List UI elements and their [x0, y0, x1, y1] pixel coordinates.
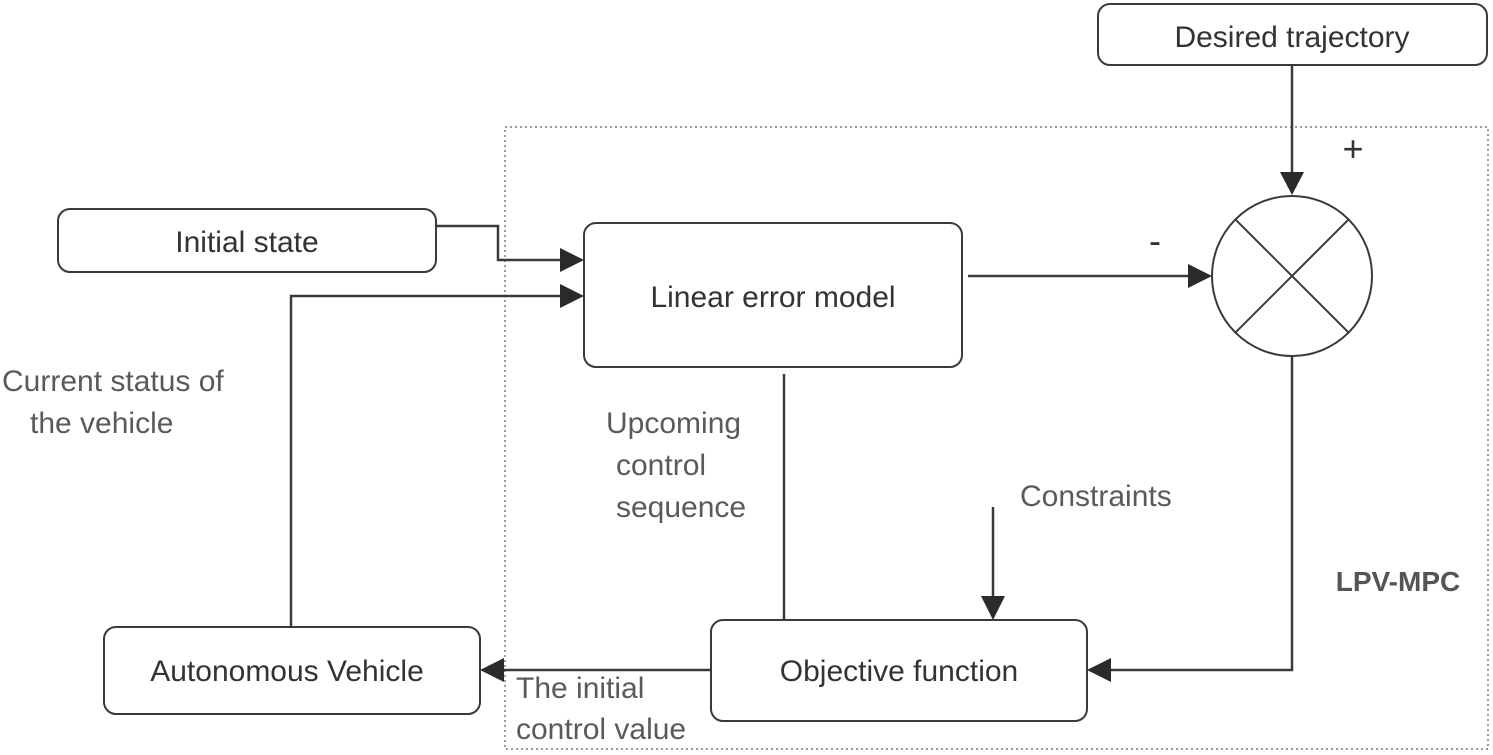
- initial-control-line-2: control value: [516, 713, 686, 746]
- upcoming-control-line-2: control: [616, 449, 706, 482]
- initial-control-value-label: The initial control value: [516, 672, 686, 746]
- connector-junction-to-objective: [1087, 356, 1294, 682]
- upcoming-control-sequence-label: Upcoming control sequence: [606, 407, 749, 524]
- autonomous-vehicle-node: Autonomous Vehicle: [103, 626, 481, 715]
- upcoming-control-line-1: Upcoming: [606, 407, 741, 440]
- current-status-label: Current status of the vehicle: [2, 365, 232, 440]
- linear-error-model-node: Linear error model: [583, 222, 963, 368]
- lpv-mpc-frame: [504, 126, 1489, 750]
- connector-model-to-junction: [968, 264, 1212, 288]
- summing-junction: [1211, 195, 1373, 357]
- current-status-line-1: Current status of: [2, 365, 224, 398]
- initial-state-label: Initial state: [175, 226, 318, 259]
- upcoming-control-line-3: sequence: [616, 491, 746, 524]
- plus-sign: +: [1342, 128, 1363, 169]
- desired-trajectory-label: Desired trajectory: [1174, 21, 1409, 54]
- connector-constraints-to-objective: [981, 507, 1005, 620]
- connector-vehicle-feedback-to-model: [289, 284, 584, 627]
- connector-trajectory-to-junction: [1280, 65, 1304, 195]
- objective-function-label: Objective function: [780, 655, 1018, 688]
- lpv-mpc-label: LPV-MPC: [1336, 566, 1460, 597]
- objective-function-node: Objective function: [710, 619, 1088, 722]
- minus-sign: -: [1149, 220, 1161, 261]
- initial-control-line-1: The initial: [516, 672, 644, 705]
- initial-state-node: Initial state: [57, 208, 437, 273]
- constraints-label: Constraints: [1020, 480, 1172, 513]
- connector-objective-to-vehicle: [480, 658, 711, 682]
- desired-trajectory-node: Desired trajectory: [1097, 3, 1488, 66]
- autonomous-vehicle-label: Autonomous Vehicle: [150, 655, 424, 688]
- connector-initial-state-to-model: [436, 224, 584, 272]
- linear-error-model-label: Linear error model: [650, 281, 895, 314]
- current-status-line-2: the vehicle: [30, 407, 173, 440]
